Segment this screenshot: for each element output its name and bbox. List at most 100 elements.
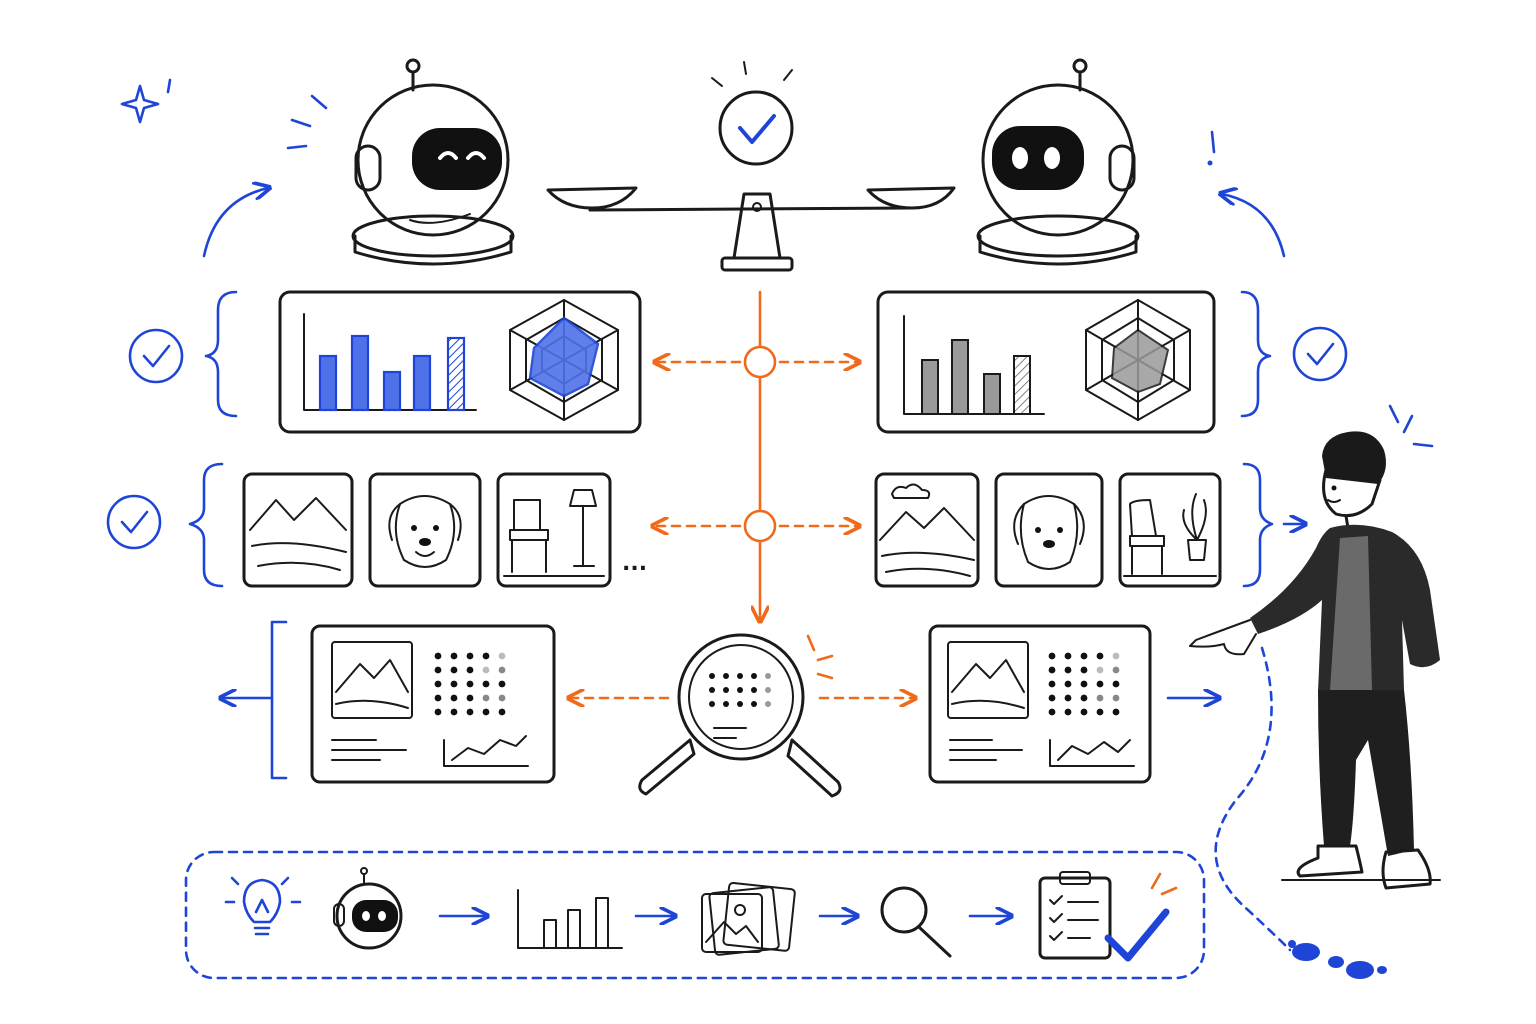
dot bbox=[1112, 708, 1120, 716]
attention-lines bbox=[806, 634, 834, 680]
arrow-up-right-curve bbox=[1222, 194, 1286, 258]
dashboard-card-left bbox=[310, 624, 556, 784]
arrow-up-left-curve bbox=[202, 188, 268, 258]
dot bbox=[1064, 666, 1072, 674]
dot bbox=[1096, 666, 1104, 674]
search-icon bbox=[880, 886, 952, 958]
dot bbox=[450, 694, 458, 702]
dot bbox=[1080, 666, 1088, 674]
check-circle-icon bbox=[711, 61, 794, 166]
radar-chart-left bbox=[509, 299, 619, 421]
dot bbox=[1064, 680, 1072, 688]
bar bbox=[318, 354, 338, 412]
dot bbox=[1064, 708, 1072, 716]
attention-lines bbox=[1388, 404, 1434, 448]
charts-card-left bbox=[278, 290, 642, 434]
dashed-path bbox=[1214, 646, 1292, 952]
dot bbox=[498, 708, 506, 716]
dot bbox=[1112, 694, 1120, 702]
bar-chart-right bbox=[921, 339, 1031, 415]
image-dog-left bbox=[368, 472, 482, 588]
bar bbox=[446, 336, 466, 412]
dot bbox=[434, 652, 442, 660]
dot bbox=[466, 652, 474, 660]
image-chair-left bbox=[496, 472, 612, 588]
footprints-icon bbox=[1288, 940, 1387, 979]
image-chair-right bbox=[1118, 472, 1222, 588]
dot bbox=[450, 652, 458, 660]
dot bbox=[1096, 708, 1104, 716]
dot bbox=[723, 701, 729, 707]
dot bbox=[709, 701, 715, 707]
ellipsis: ... bbox=[622, 551, 647, 576]
check-circle-icon bbox=[1292, 326, 1348, 382]
image-mountain-left bbox=[242, 472, 354, 588]
bar bbox=[921, 359, 939, 415]
checklist-icon bbox=[1038, 871, 1112, 960]
bar bbox=[350, 334, 370, 412]
dot bbox=[737, 701, 743, 707]
dot bbox=[482, 652, 490, 660]
bar bbox=[382, 370, 402, 412]
dot bbox=[709, 687, 715, 693]
comparison-connectors bbox=[570, 290, 914, 698]
dot bbox=[498, 694, 506, 702]
dot bbox=[498, 666, 506, 674]
bar bbox=[951, 339, 969, 415]
dot bbox=[1048, 680, 1056, 688]
dot bbox=[1048, 652, 1056, 660]
charts-card-right bbox=[876, 290, 1216, 434]
dot bbox=[1080, 652, 1088, 660]
dot bbox=[765, 701, 771, 707]
checkmark-icon bbox=[1104, 872, 1178, 962]
dot bbox=[466, 680, 474, 688]
dot bbox=[723, 687, 729, 693]
dot bbox=[434, 680, 442, 688]
dot bbox=[466, 666, 474, 674]
dot bbox=[737, 673, 743, 679]
dot bbox=[1048, 694, 1056, 702]
brace-right bbox=[1242, 462, 1274, 588]
dot bbox=[1064, 652, 1072, 660]
dot bbox=[751, 673, 757, 679]
dot bbox=[434, 666, 442, 674]
dot bbox=[1096, 652, 1104, 660]
dot bbox=[482, 694, 490, 702]
robot-neutral-icon bbox=[976, 58, 1140, 266]
radar-chart-right bbox=[1085, 299, 1191, 421]
robot-icon bbox=[333, 867, 403, 950]
bar-chart-icon bbox=[517, 889, 623, 949]
dot bbox=[1112, 666, 1120, 674]
bar bbox=[1013, 355, 1031, 415]
dot bbox=[1064, 694, 1072, 702]
bracket-left bbox=[270, 620, 288, 780]
dot bbox=[450, 666, 458, 674]
dot bbox=[1080, 680, 1088, 688]
dot bbox=[1096, 694, 1104, 702]
dot bbox=[751, 687, 757, 693]
brace-left bbox=[204, 290, 238, 418]
dot bbox=[1048, 708, 1056, 716]
dot bbox=[765, 673, 771, 679]
dot bbox=[765, 687, 771, 693]
lightbulb-icon bbox=[224, 876, 302, 936]
bar-chart-left bbox=[318, 334, 466, 412]
dot bbox=[498, 680, 506, 688]
magnifying-glass-icon bbox=[638, 633, 842, 798]
attention-lines bbox=[286, 94, 328, 150]
dot bbox=[1080, 708, 1088, 716]
dot bbox=[434, 708, 442, 716]
dot bbox=[751, 701, 757, 707]
bar bbox=[983, 373, 1001, 415]
sparkle-icon bbox=[120, 78, 172, 124]
robot-happy-icon bbox=[351, 58, 515, 266]
image-mountain-right bbox=[874, 472, 980, 588]
image-dog-right bbox=[994, 472, 1104, 588]
dot bbox=[482, 680, 490, 688]
dot bbox=[1048, 666, 1056, 674]
dot bbox=[1080, 694, 1088, 702]
dot bbox=[482, 708, 490, 716]
dot bbox=[482, 666, 490, 674]
dot bbox=[1112, 652, 1120, 660]
brace-right bbox=[1240, 290, 1272, 418]
